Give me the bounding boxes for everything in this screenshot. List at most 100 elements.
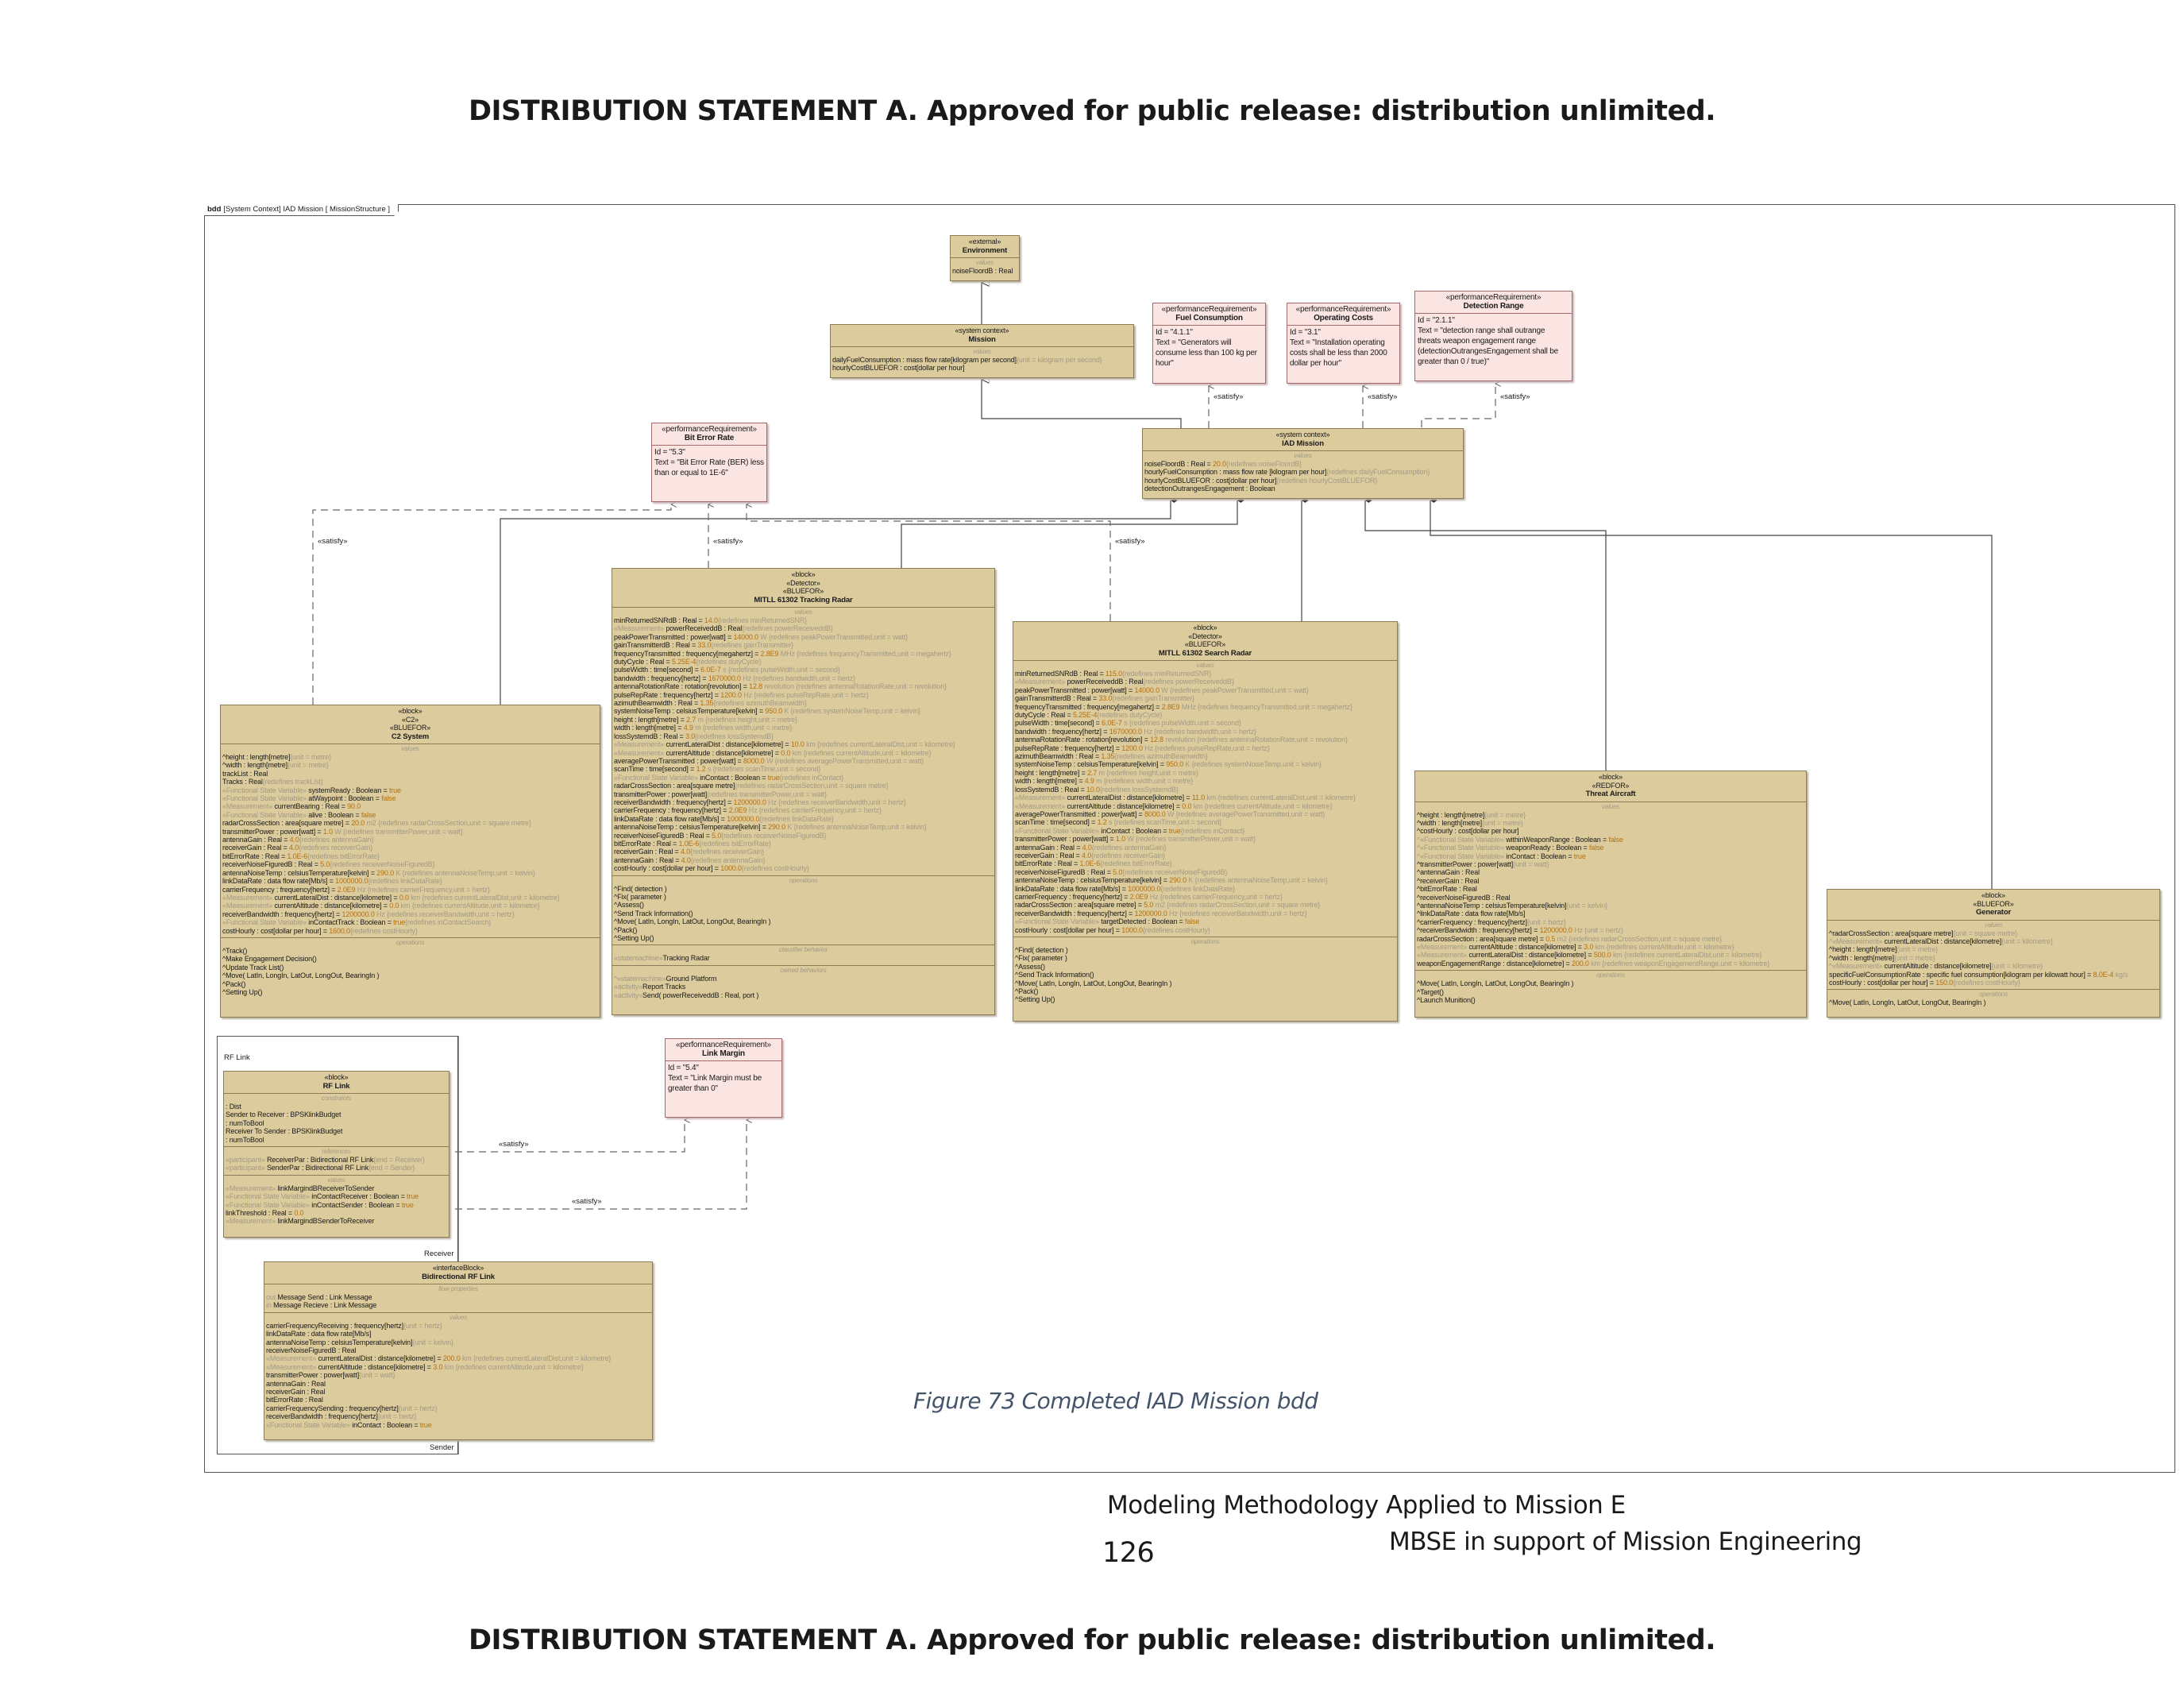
property-row: minReturnedSNRdB : Real = 115.0{redefine… xyxy=(1015,670,1395,678)
row-note: km {redefines currentLateralDist,unit = … xyxy=(804,740,955,749)
property-row: ^Make Engagement Decision() xyxy=(222,955,598,963)
receiver-end-label: Receiver xyxy=(424,1250,454,1258)
row-stereotype: ^«Functional State Variable» xyxy=(1417,852,1507,860)
row-text: pulseRepRate : frequency[hertz] = xyxy=(614,690,721,699)
property-row: ^carrierFrequency : frequency[hertz]{uni… xyxy=(1417,918,1804,926)
row-value: 0.0 xyxy=(1182,802,1192,810)
row-text: : numToBool xyxy=(226,1118,264,1127)
block-tracking[interactable]: «block»«Detector»«BLUEFOR»MITLL 61302 Tr… xyxy=(612,568,995,1015)
compartment-values: values^height : length[metre]{unit = met… xyxy=(221,744,600,938)
property-row: receiverNoiseFiguredB : Real = 5.0{redef… xyxy=(614,832,993,840)
property-row: trackList : Real xyxy=(222,770,598,778)
property-row: «Functional State Variable» inContactRec… xyxy=(226,1192,447,1200)
row-value: true xyxy=(388,786,401,794)
row-text: ^height : length[metre] xyxy=(1417,810,1485,819)
row-text: hourlyCostBLUEFOR : cost[dollar per hour… xyxy=(832,364,965,373)
row-value: 290.0 xyxy=(1169,876,1187,885)
row-value: 950.0 xyxy=(765,707,783,716)
row-text: ^antennaGain : Real xyxy=(1417,868,1480,877)
row-text: dailyFuelConsumption : mass flow rate[ki… xyxy=(832,356,1017,364)
compartment-values: values^height : length[metre]{unit = met… xyxy=(1415,802,1806,971)
row-note: Hz {redefines pulseRepRate,unit = hertz} xyxy=(741,690,869,699)
row-text: ^Track() xyxy=(222,946,248,955)
row-text: receiverGain : Real xyxy=(266,1388,326,1396)
row-note: {unit = metre} xyxy=(287,761,329,770)
row-value: 5.0 xyxy=(320,860,330,869)
row-note: {unit = kilogram per second} xyxy=(1016,356,1102,364)
property-row: transmitterPower : power[watt]{redefines… xyxy=(614,790,993,798)
row-note: K {redefines systemNoiseTemp,unit = kelv… xyxy=(782,707,920,716)
row-text: ^Move( LatIn, LongIn, LatOut, LongOut, B… xyxy=(614,917,771,926)
row-text: receiverBandwidth : frequency[hertz] = xyxy=(1015,909,1135,917)
row-text: inContact : Boolean = xyxy=(352,1420,420,1429)
requirement-name: Bit Error Rate xyxy=(684,434,735,442)
property-row: carrierFrequency : frequency[hertz] = 2.… xyxy=(222,886,598,894)
row-value: false xyxy=(381,794,396,803)
row-text: currentAltitude : distance[kilometre] xyxy=(1884,962,1992,971)
row-value: 0.0 xyxy=(399,893,409,902)
property-row: hourlyFuelConsumption : mass flow rate [… xyxy=(1144,468,1461,476)
row-value: 4.0 xyxy=(289,844,299,852)
property-row: scanTime : time[second] = 1.2 s {redefin… xyxy=(614,765,993,773)
row-text: transmitterPower : power[watt] = xyxy=(222,827,323,836)
row-text: currentAltitude : distance[kilometre] = xyxy=(1468,943,1584,951)
property-row: frequencyTransmitted : frequency[megaher… xyxy=(1015,703,1395,711)
row-text: ^Assess() xyxy=(1015,962,1045,971)
row-text: transmitterPower : power[watt] xyxy=(266,1371,360,1380)
property-row: Tracks : Real{redefines trackList} xyxy=(222,778,598,786)
row-value: 1200.0 xyxy=(1121,744,1143,752)
row-value: 1600.0 xyxy=(329,926,350,935)
property-row: ^«Functional State Variable» inContact :… xyxy=(1417,852,1804,860)
requirement-stereotype: «performanceRequirement» xyxy=(1161,305,1257,314)
row-value: 1200000.0 xyxy=(733,798,766,806)
requirement-name: Fuel Consumption xyxy=(1175,314,1243,323)
row-value: 1.2 xyxy=(1097,818,1107,827)
row-value: 10.0 xyxy=(790,740,805,749)
row-text: Send( powerReceiveddB : Real, port ) xyxy=(642,991,759,999)
property-row: : Dist xyxy=(226,1103,447,1111)
requirement-fuel[interactable]: «performanceRequirement»Fuel Consumption… xyxy=(1152,303,1266,384)
row-text: linkDataRate : data flow rate[Mb/s] = xyxy=(614,814,727,823)
requirement-line: Id = "3.1" xyxy=(1290,328,1321,337)
row-note: {redefines linkDataRate} xyxy=(368,877,442,886)
satisfy-label: «satisfy» xyxy=(1115,537,1145,546)
block-search[interactable]: «block»«Detector»«BLUEFOR»MITLL 61302 Se… xyxy=(1013,621,1398,1022)
row-note: km {redefines currentLateralDist,unit = … xyxy=(1611,951,1762,960)
row-text: receiverGain : Real = xyxy=(1015,851,1082,859)
requirement-body: Id = "3.1"Text = "Installation operating… xyxy=(1287,326,1399,370)
row-note: {redefines dutyCycle} xyxy=(696,658,762,666)
sender-end-label: Sender xyxy=(430,1443,454,1452)
block-header: «interfaceBlock»Bidirectional RF Link xyxy=(264,1262,652,1284)
row-note: km {redefines currentAltitude,unit = kil… xyxy=(790,748,932,757)
row-note: {unit = metre} xyxy=(1893,953,1935,962)
row-text: systemNoiseTemp : celsiusTemperature[kel… xyxy=(614,707,766,716)
property-row: «Functional State Variable» inContact : … xyxy=(1015,827,1395,835)
block-stereotype: «BLUEFOR» xyxy=(1973,899,2014,908)
row-text: antennaNoiseTemp : celsiusTemperature[ke… xyxy=(222,868,377,877)
row-value: true xyxy=(401,1200,414,1209)
row-note: {redefines radarCrossSection,unit = squa… xyxy=(735,782,889,790)
property-row: lossSystemdB : Real = 3.0{redefines loss… xyxy=(614,732,993,740)
property-row: bitErrorRate : Real = 1.0E-6{redefines b… xyxy=(222,852,598,860)
row-value: 1.2 xyxy=(696,765,706,774)
row-note: {redefines inContact} xyxy=(779,773,844,782)
property-row: receiverNoiseFiguredB : Real xyxy=(266,1346,650,1354)
row-text: hourlyCostBLUEFOR : cost[dollar per hour… xyxy=(1144,476,1277,485)
block-stereotype: «system context» xyxy=(955,326,1009,334)
row-note: {redefines minReturnedSNR} xyxy=(717,616,807,624)
row-note: m {redefines width,unit = metre} xyxy=(693,724,793,732)
property-row: ^«statemachine»Ground Platform xyxy=(614,975,993,983)
